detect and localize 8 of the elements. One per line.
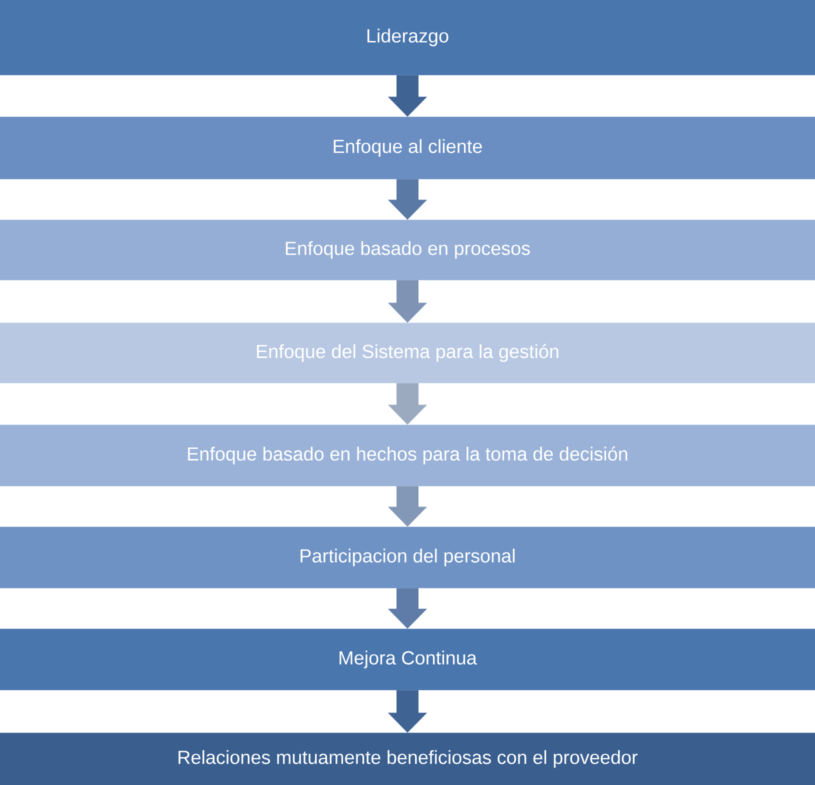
process-box: Relaciones mutuamente beneficiosas con el proveedor: [0, 732, 815, 785]
process-box: Liderazgo: [0, 0, 815, 76]
process-box: Participacion del personal: [0, 526, 815, 588]
process-box: Enfoque del Sistema para la gestión: [0, 322, 815, 384]
process-box: Enfoque basado en procesos: [0, 220, 815, 280]
process-box: Enfoque basado en hechos para la toma de decisión: [0, 424, 815, 486]
process-box: Mejora Continua: [0, 628, 815, 690]
process-box: Enfoque al cliente: [0, 116, 815, 180]
